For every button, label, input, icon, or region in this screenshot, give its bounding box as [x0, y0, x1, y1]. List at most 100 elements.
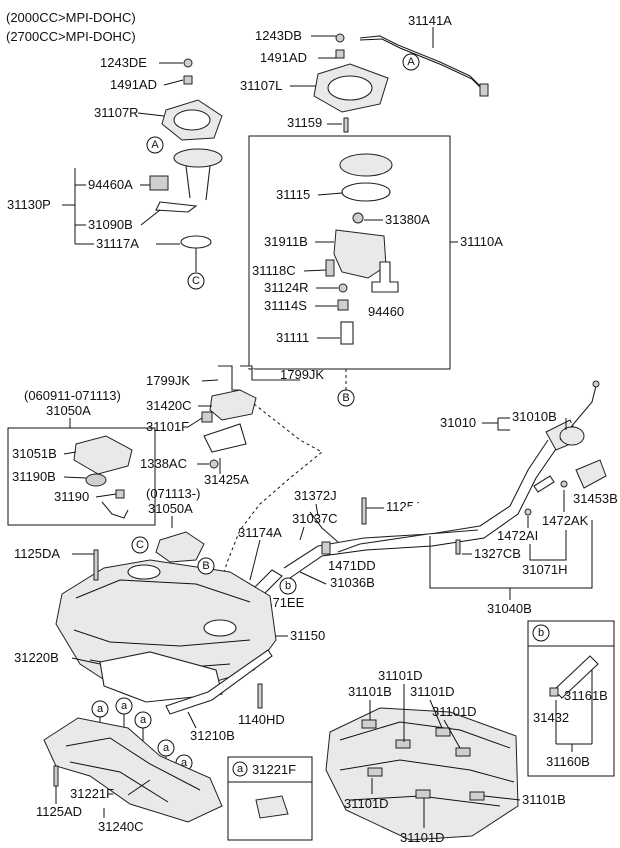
pad-31221F	[255, 795, 289, 819]
label-31240C: 31240C	[98, 819, 144, 834]
detail-box-b	[527, 620, 615, 777]
label-31150: 31150	[290, 628, 325, 643]
label-31115: 31115	[276, 187, 310, 202]
label-31107R: 31107R	[94, 105, 139, 120]
label-1472AK: 1472AK	[542, 513, 589, 528]
svg-text:B: B	[342, 392, 349, 404]
washer-1491AD	[335, 49, 345, 59]
pad-31101D-a	[395, 739, 411, 749]
label-31051B: 31051B	[12, 446, 57, 461]
float-31090B	[155, 201, 198, 213]
pad-31101D-d	[367, 767, 383, 777]
pad-31101D-e	[415, 789, 431, 799]
hose-31160B	[553, 655, 599, 699]
label-31161B: 31161B	[564, 688, 608, 703]
clamp-31372J	[309, 511, 339, 543]
label-31010: 31010	[440, 415, 476, 430]
part-31190	[115, 489, 125, 499]
line-connector	[479, 83, 489, 97]
ref-circle-A-left	[146, 136, 164, 154]
part-31124R	[338, 283, 348, 293]
ring-31117A	[180, 235, 212, 249]
pad-31101D-c	[455, 747, 471, 757]
label-31911B: 31911B	[264, 234, 308, 249]
label-31160B: 31160B	[546, 754, 590, 769]
label-31071H: 31071H	[522, 562, 568, 577]
label-1472AI: 1472AI	[497, 528, 538, 543]
legend-label-31221F: 31221F	[252, 762, 296, 777]
ref-circle-a-legend	[232, 761, 248, 777]
ref-circle-b-tank	[279, 577, 297, 595]
label-1243DB: 1243DB	[255, 28, 302, 43]
label-31101D-5: 31101D	[400, 830, 445, 845]
hose-1472AI	[533, 475, 555, 493]
label-31141A: 31141A	[408, 13, 452, 28]
label-31380A: 31380A	[385, 212, 430, 227]
label-31130P: 31130P	[7, 197, 51, 212]
label-31036B: 31036B	[330, 575, 375, 590]
strap-31210B	[165, 649, 273, 715]
label-31453B: 31453B	[573, 491, 618, 506]
label-31040B: 31040B	[487, 601, 532, 616]
part-31114S	[337, 299, 349, 311]
svg-text:C: C	[192, 275, 200, 287]
svg-text:a: a	[97, 703, 104, 715]
label-31221F: 31221F	[70, 786, 114, 801]
svg-text:b: b	[285, 580, 291, 592]
svg-text:a: a	[121, 700, 128, 712]
svg-text:a: a	[181, 757, 188, 769]
nut-1338AC	[209, 459, 219, 469]
inset2-date: (071113-)	[146, 486, 200, 501]
label-31425A: 31425A	[204, 472, 249, 487]
bolt-1125AD	[53, 765, 59, 787]
pump-flange	[339, 153, 393, 177]
label-31101B-2: 31101B	[522, 792, 566, 807]
label-31101D-1: 31101D	[378, 668, 423, 683]
ref-circle-C-left	[187, 272, 205, 290]
pump-flange-left	[173, 148, 223, 168]
ref-circle-B-top	[337, 389, 355, 407]
module-31051B	[73, 435, 133, 475]
svg-text:B: B	[202, 560, 209, 572]
ref-circle-C-tank	[131, 536, 149, 554]
vent-pipe	[337, 529, 479, 553]
part-31101F	[201, 411, 213, 423]
label-31159: 31159	[287, 115, 322, 130]
engine-header-1: (2000CC>MPI-DOHC)	[6, 10, 136, 25]
part-31190B	[85, 473, 107, 487]
label-1125DA: 1125DA	[14, 546, 60, 561]
label-1491AD-r: 1491AD	[260, 50, 307, 65]
bracket-1799JK-b	[240, 365, 300, 381]
pad-31101D-b	[435, 727, 451, 737]
label-31050A-1: 31050A	[46, 403, 91, 418]
fuel-line-31141A	[359, 35, 485, 91]
clamp-1471DD	[321, 541, 331, 555]
label-31037C: 31037C	[292, 511, 338, 526]
label-31101F: 31101F	[146, 419, 189, 434]
label-31101D-4: 31101D	[344, 796, 389, 811]
svg-text:C: C	[136, 539, 144, 551]
label-94460A: 94460A	[88, 177, 133, 192]
label-94460: 94460	[368, 304, 404, 319]
canister-31420C	[209, 389, 257, 421]
label-31050A-2: 31050A	[148, 501, 193, 516]
bolt-1140HD	[257, 683, 263, 709]
label-1125AD: 1125AD	[36, 804, 82, 819]
ref-circle-b-detail	[532, 624, 550, 642]
label-31432: 31432	[533, 710, 569, 725]
engine-header-2: (2700CC>MPI-DOHC)	[6, 29, 136, 44]
pad-31101B-2	[469, 791, 485, 801]
label-31114S: 31114S	[264, 298, 307, 313]
label-1327CB: 1327CB	[474, 546, 521, 561]
ref-circle-B-tank	[197, 557, 215, 575]
label-1243DE: 1243DE	[100, 55, 147, 70]
undercover-31240C	[43, 717, 223, 823]
svg-text:A: A	[151, 139, 159, 151]
svg-text:a: a	[163, 742, 170, 754]
svg-text:b: b	[538, 627, 544, 639]
label-31372J: 31372J	[294, 488, 337, 503]
label-31210B: 31210B	[190, 728, 235, 743]
part-31380A	[352, 212, 364, 224]
label-31090B: 31090B	[88, 217, 133, 232]
